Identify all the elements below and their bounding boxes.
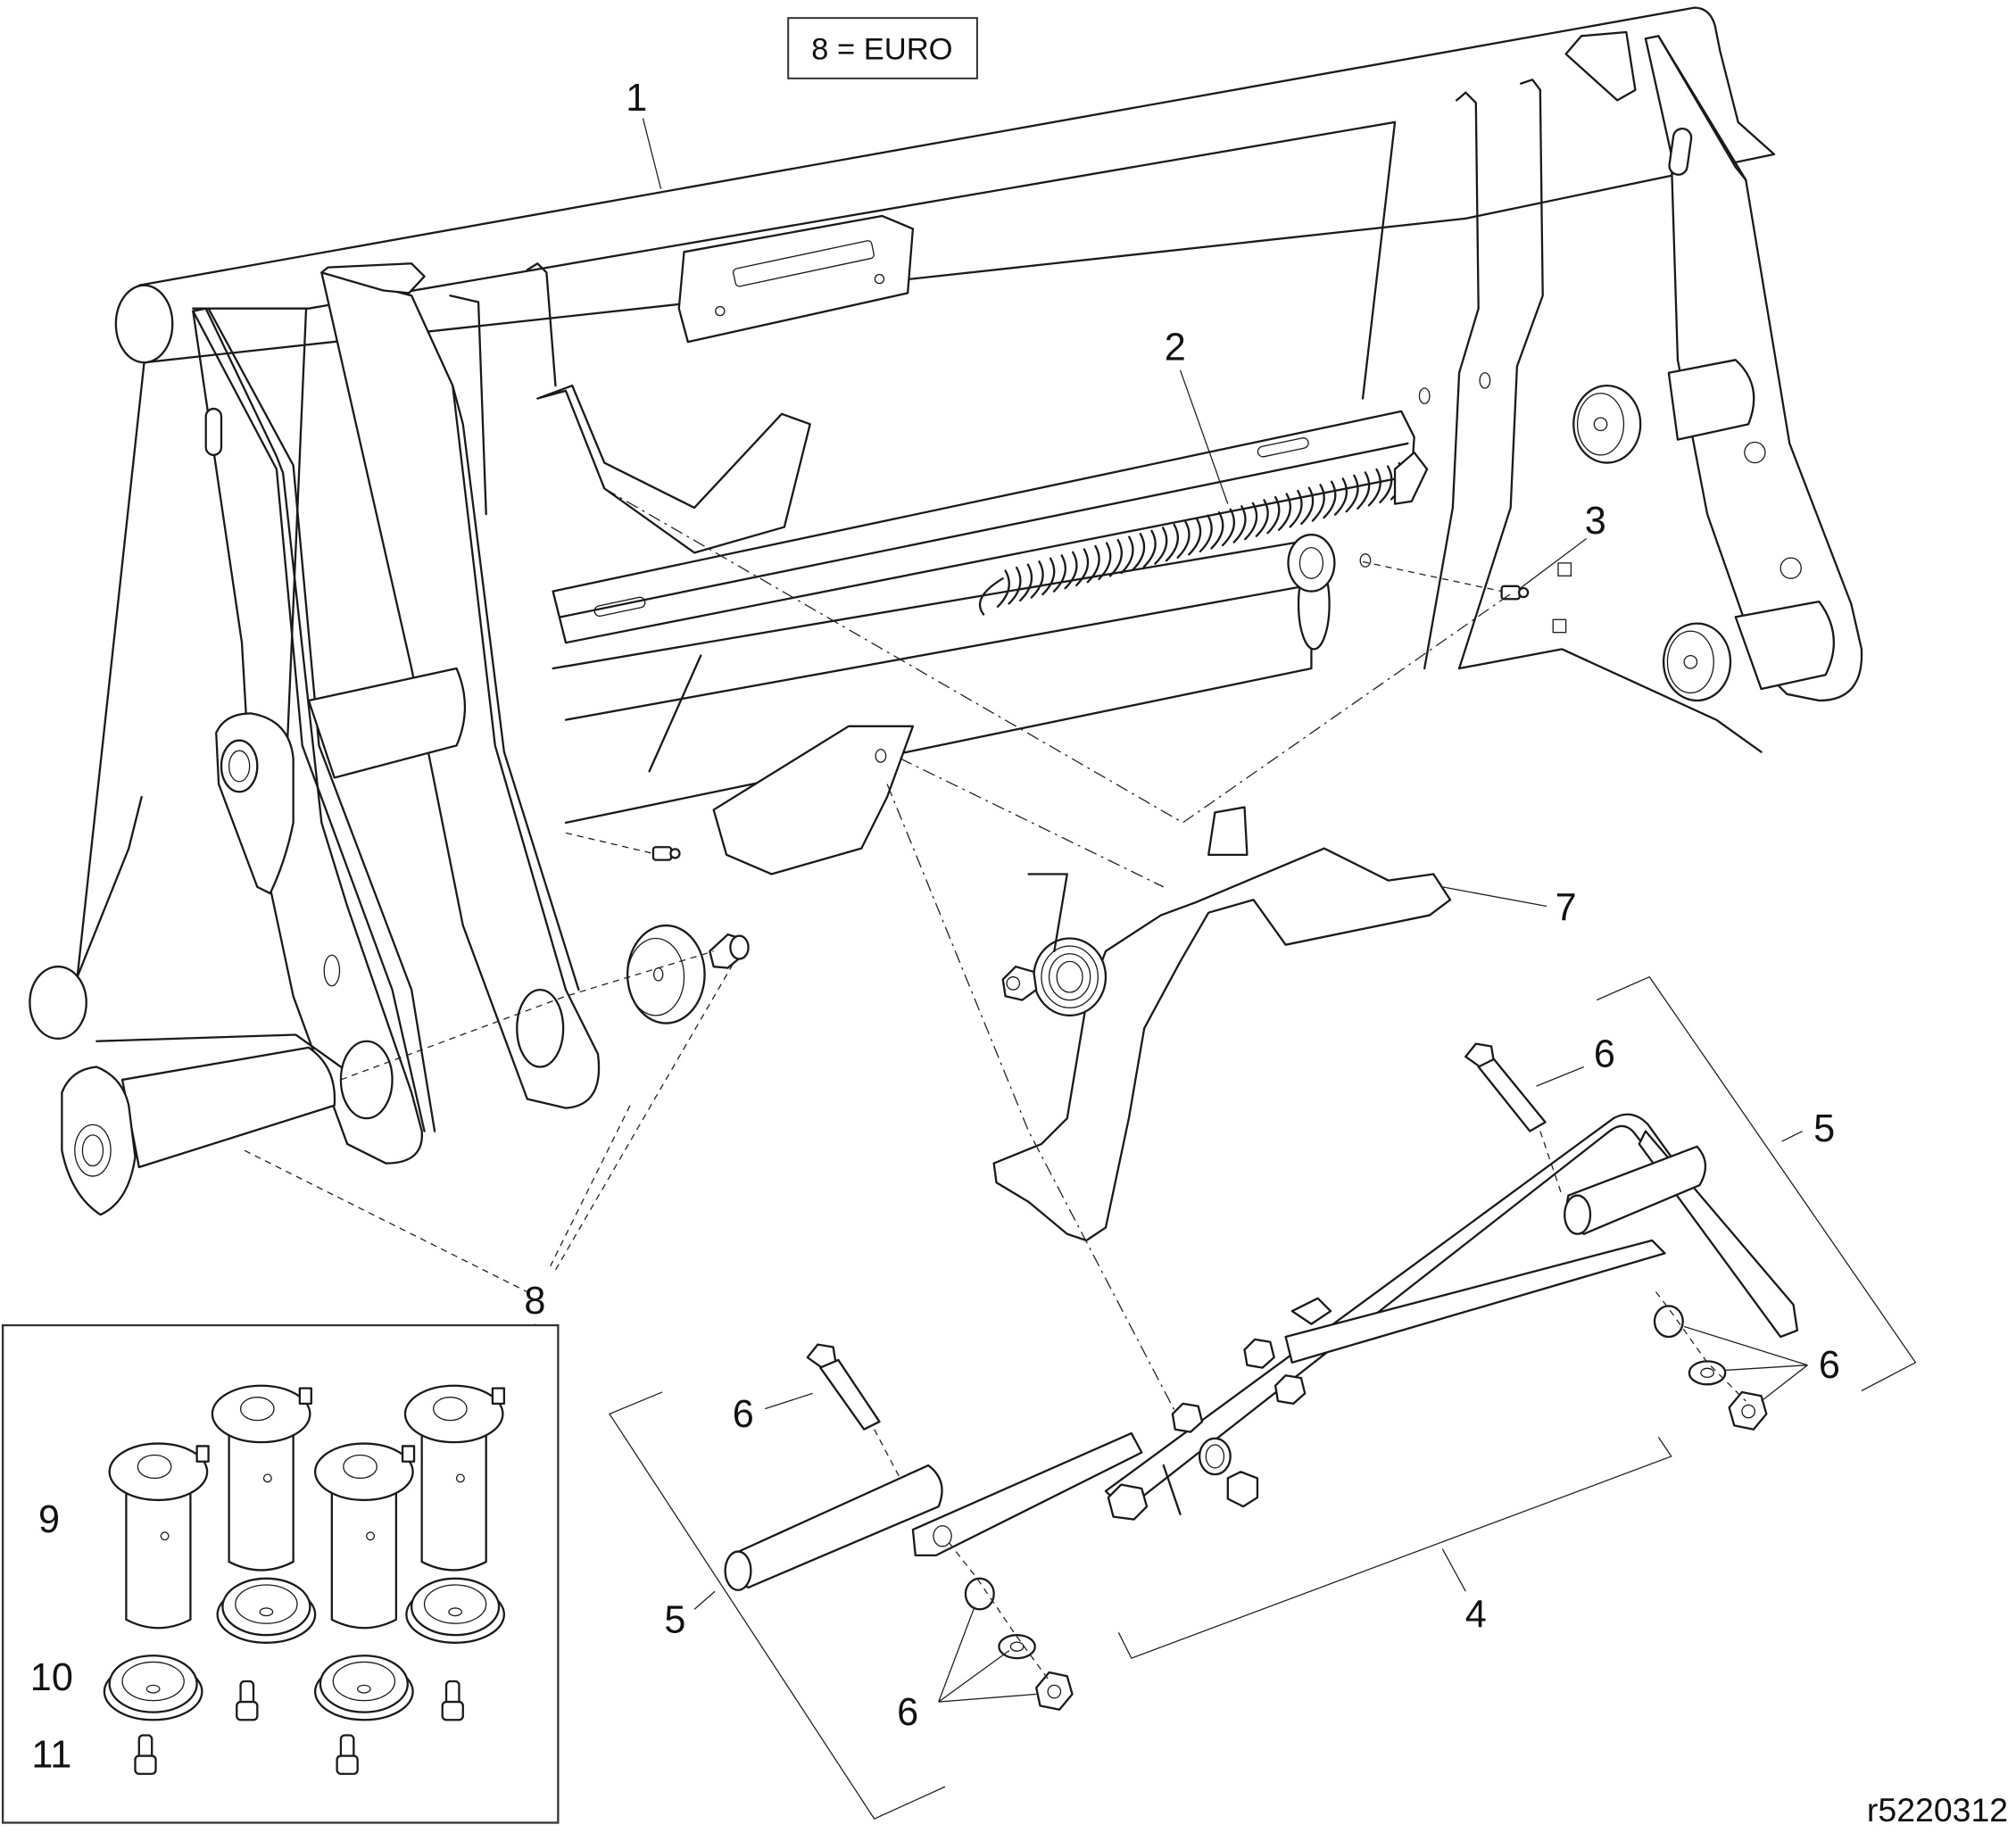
callout-8: 8 bbox=[524, 1280, 545, 1323]
hardware-right bbox=[1653, 1305, 1768, 1431]
callout-4: 4 bbox=[1465, 1594, 1487, 1637]
callout-6-bolt-right: 6 bbox=[1594, 1033, 1615, 1076]
hardware-left bbox=[964, 1577, 1074, 1711]
bracket-5-left bbox=[609, 1391, 946, 1820]
extension-spring bbox=[978, 451, 1429, 616]
latch-lever bbox=[992, 806, 1452, 1242]
inset-pin-shaft bbox=[330, 1472, 398, 1630]
callout-6-hardware-right: 6 bbox=[1819, 1344, 1840, 1387]
inset-pin-head bbox=[403, 1384, 504, 1444]
euro-pin bbox=[61, 1046, 336, 1216]
inset-pin-head bbox=[211, 1384, 311, 1444]
euro-screw bbox=[709, 933, 750, 969]
mounting-frame bbox=[29, 6, 1863, 1165]
callout-10: 10 bbox=[30, 1656, 73, 1699]
assembly-lines bbox=[244, 487, 1746, 1680]
callouts: 1 2 3 4 5 5 6 6 6 6 7 8 bbox=[524, 77, 1840, 1734]
note-box: 8 = EURO bbox=[787, 17, 978, 79]
callout-6-hardware-left: 6 bbox=[897, 1691, 918, 1734]
inset-pin-tab bbox=[401, 1445, 416, 1463]
callout-2: 2 bbox=[1165, 326, 1186, 369]
callout-3: 3 bbox=[1585, 500, 1606, 543]
callout-5-right: 5 bbox=[1813, 1107, 1835, 1150]
inset-pin-shaft bbox=[228, 1415, 295, 1572]
inset-pin-tab bbox=[298, 1387, 312, 1406]
callout-6-bolt-left: 6 bbox=[733, 1393, 754, 1436]
handle-pin-right bbox=[1564, 1145, 1707, 1235]
callout-7: 7 bbox=[1556, 886, 1577, 929]
inset-pin-shaft bbox=[420, 1415, 487, 1572]
inset-pin-head bbox=[108, 1442, 209, 1502]
bolt-left bbox=[806, 1343, 881, 1431]
handle-pin-left bbox=[724, 1464, 943, 1591]
bracket-5-right bbox=[1596, 975, 1917, 1392]
grease-fitting bbox=[651, 585, 1530, 861]
reference-code: r5220312 bbox=[1867, 1791, 2008, 1829]
bolt-right bbox=[1464, 1042, 1547, 1132]
inset-pin-shaft bbox=[125, 1472, 192, 1630]
inset-euro-kit: 9 10 11 bbox=[1, 1323, 560, 1824]
callout-5-left: 5 bbox=[664, 1598, 685, 1641]
bracket-4 bbox=[1117, 1436, 1672, 1659]
callout-11: 11 bbox=[31, 1734, 71, 1777]
inset-pin-tab bbox=[195, 1445, 210, 1463]
callout-9: 9 bbox=[38, 1498, 60, 1541]
euro-cap bbox=[626, 924, 706, 1024]
callout-1: 1 bbox=[626, 77, 647, 120]
inset-pin-tab bbox=[491, 1387, 506, 1406]
note-text: 8 = EURO bbox=[811, 32, 952, 66]
inset-pin-head bbox=[313, 1442, 414, 1502]
